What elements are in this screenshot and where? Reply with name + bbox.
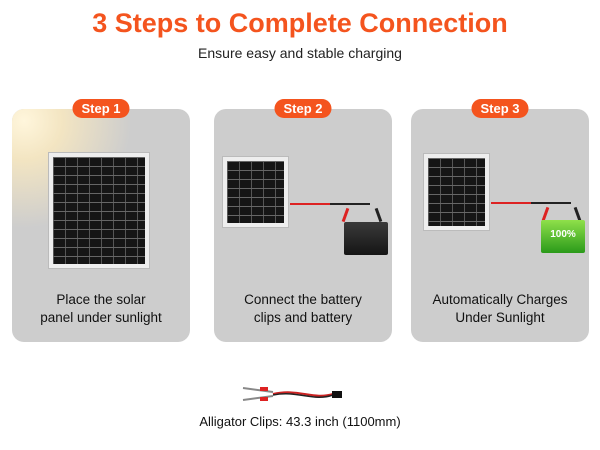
cable-length-note: Alligator Clips: 43.3 inch (1100mm): [199, 414, 401, 429]
cable: [491, 202, 531, 204]
step-badge: Step 1: [72, 99, 130, 118]
page-subtitle: Ensure easy and stable charging: [198, 45, 402, 61]
solar-panel-image: [48, 152, 150, 269]
red-clip-icon: [341, 207, 350, 223]
step-badge: Step 3: [471, 99, 529, 118]
black-clip-icon: [374, 207, 383, 223]
red-clip-icon: [541, 206, 550, 222]
cable: [531, 202, 571, 204]
solar-panel-image: [423, 153, 490, 231]
solar-panel-image: [222, 156, 289, 228]
cable: [330, 203, 370, 205]
cable: [290, 203, 330, 205]
charged-battery-image: 100%: [541, 220, 585, 253]
step-badge: Step 2: [274, 99, 332, 118]
alligator-clip-cable-image: [242, 387, 342, 401]
page-title: 3 Steps to Complete Connection: [92, 8, 508, 38]
battery-image: [344, 222, 388, 255]
black-clip-icon: [573, 206, 582, 222]
